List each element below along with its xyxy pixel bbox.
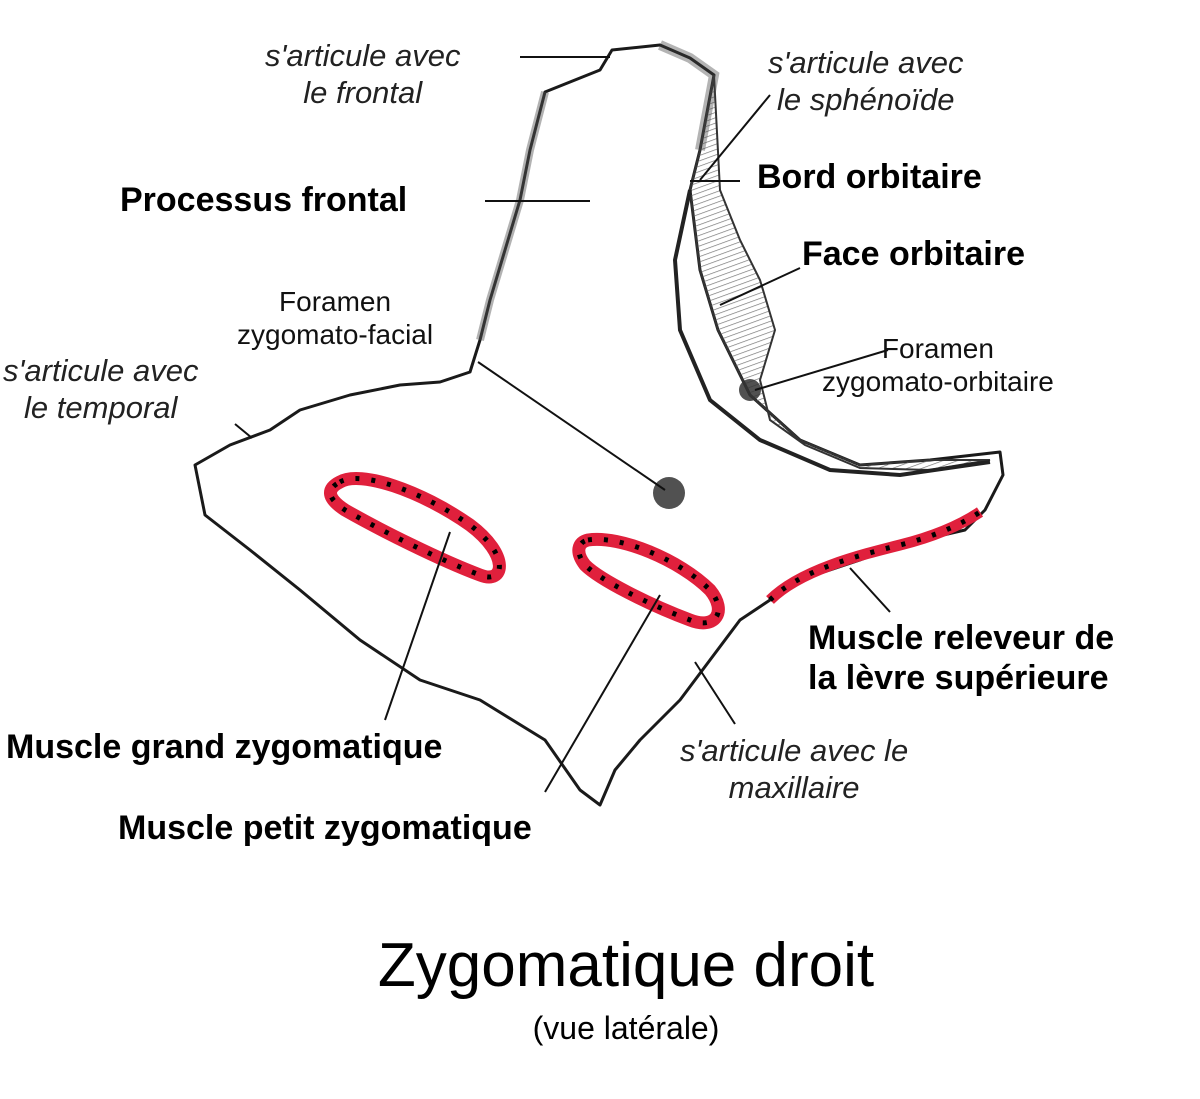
label-line: le sphénoïde [776, 81, 955, 117]
label-line: le temporal [24, 389, 178, 425]
label-zygomaticoorbital-foramen: Foramen zygomato-orbitaire [822, 332, 1054, 398]
label-line: zygomato-orbitaire [822, 366, 1054, 398]
orbital-margin-curve [672, 189, 991, 478]
label-frontal-process: Processus frontal [120, 181, 408, 219]
label-sphenoid-articulation: s'articule avec le sphénoïde [768, 45, 963, 118]
label-line: s'articule avec [265, 38, 461, 73]
zygomaticus-minor-attachment [572, 532, 725, 630]
label-line: zygomato-facial [237, 319, 434, 351]
label-temporal-articulation: s'articule avec le temporal [3, 353, 198, 426]
label-line: s'articule avec [768, 45, 964, 80]
label-line: le frontal [303, 74, 423, 110]
levator-labii-attachment [766, 507, 984, 605]
zygomaticoorbital-foramen [739, 379, 761, 401]
label-zygomaticus-major: Muscle grand zygomatique [6, 728, 443, 766]
label-line: Foramen [279, 286, 392, 317]
orbital-surface [688, 74, 991, 472]
label-orbital-margin: Bord orbitaire [757, 158, 982, 196]
leader-lines [234, 56, 891, 793]
label-levator-labii-superioris: Muscle releveur de la lèvre supérieure [808, 618, 1114, 698]
zygomaticofacial-foramen [653, 477, 685, 509]
label-maxilla-articulation: s'articule avec le maxillaire [680, 733, 908, 806]
label-line: s'articule avec [3, 353, 199, 388]
figure-title: Zygomatique droit [377, 931, 875, 1000]
label-zygomaticus-minor: Muscle petit zygomatique [118, 809, 532, 847]
label-line: Muscle releveur de [808, 619, 1115, 657]
label-line: maxillaire [728, 769, 860, 805]
label-frontal-articulation: s'articule avec le frontal [265, 38, 460, 111]
zygomaticus-major-attachment [324, 472, 506, 584]
label-orbital-surface: Face orbitaire [802, 235, 1025, 273]
label-line: Foramen [881, 333, 994, 364]
label-zygomaticofacial-foramen: Foramen zygomato-facial [237, 285, 433, 351]
label-line: la lèvre supérieure [808, 659, 1109, 698]
figure-subtitle: (vue latérale) [532, 1010, 720, 1046]
label-line: s'articule avec le [680, 733, 909, 768]
